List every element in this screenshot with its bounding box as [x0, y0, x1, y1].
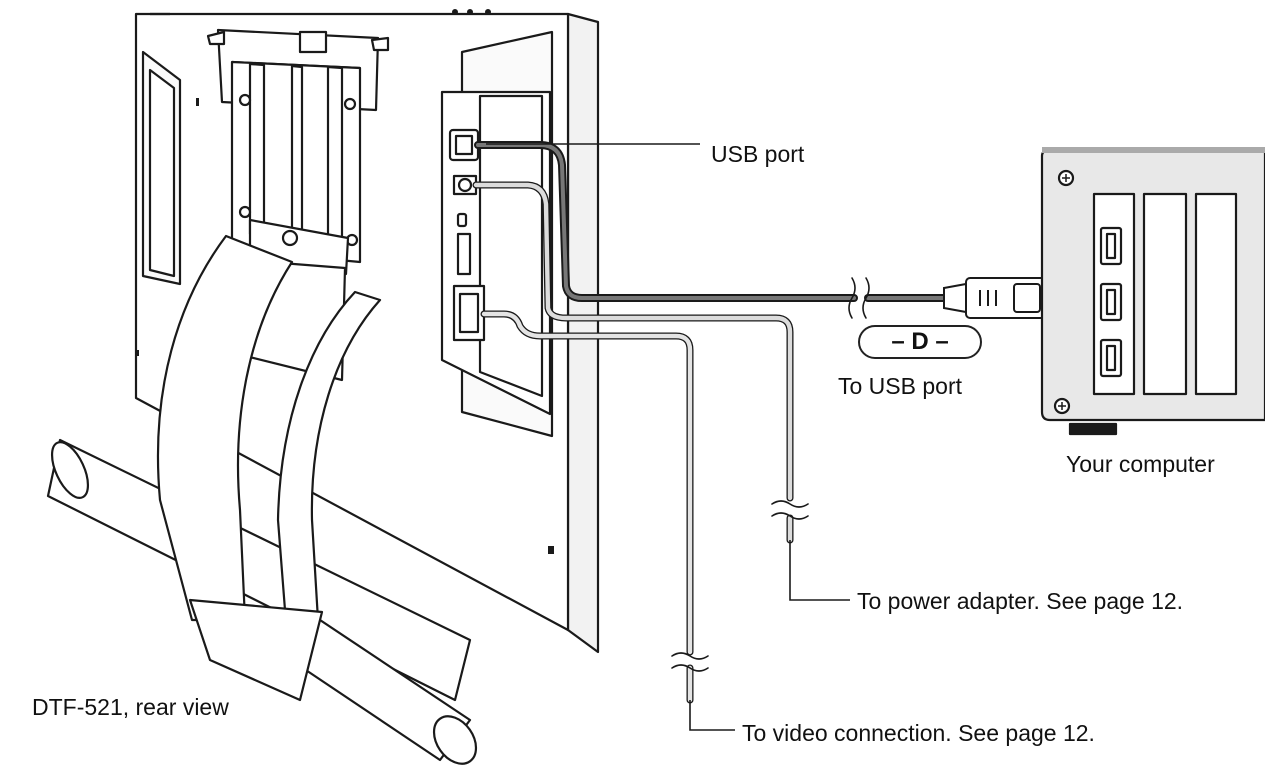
usb-port-computer	[1099, 226, 1123, 378]
your-computer-label: Your computer	[1066, 451, 1215, 477]
video-leader	[689, 700, 735, 731]
stand	[46, 218, 478, 765]
model-view-caption: DTF-521, rear view	[32, 694, 229, 720]
monitor-rear-view	[134, 9, 600, 654]
power-adapter-label: To power adapter. See page 12.	[857, 588, 1184, 614]
leader-lines	[486, 143, 850, 731]
serial-port-monitor	[456, 212, 472, 276]
video-connection-label: To video connection. See page 12.	[742, 720, 1095, 746]
power-leader	[789, 540, 850, 601]
to-usb-port-label: To USB port	[838, 373, 962, 399]
cable-code-badge: – D –	[858, 325, 982, 359]
computer	[1040, 147, 1265, 436]
usb-port-label: USB port	[711, 141, 805, 167]
video-port-monitor	[452, 284, 486, 342]
power-port-monitor	[452, 174, 478, 196]
cables	[472, 141, 949, 704]
usb-port-monitor	[448, 128, 480, 162]
